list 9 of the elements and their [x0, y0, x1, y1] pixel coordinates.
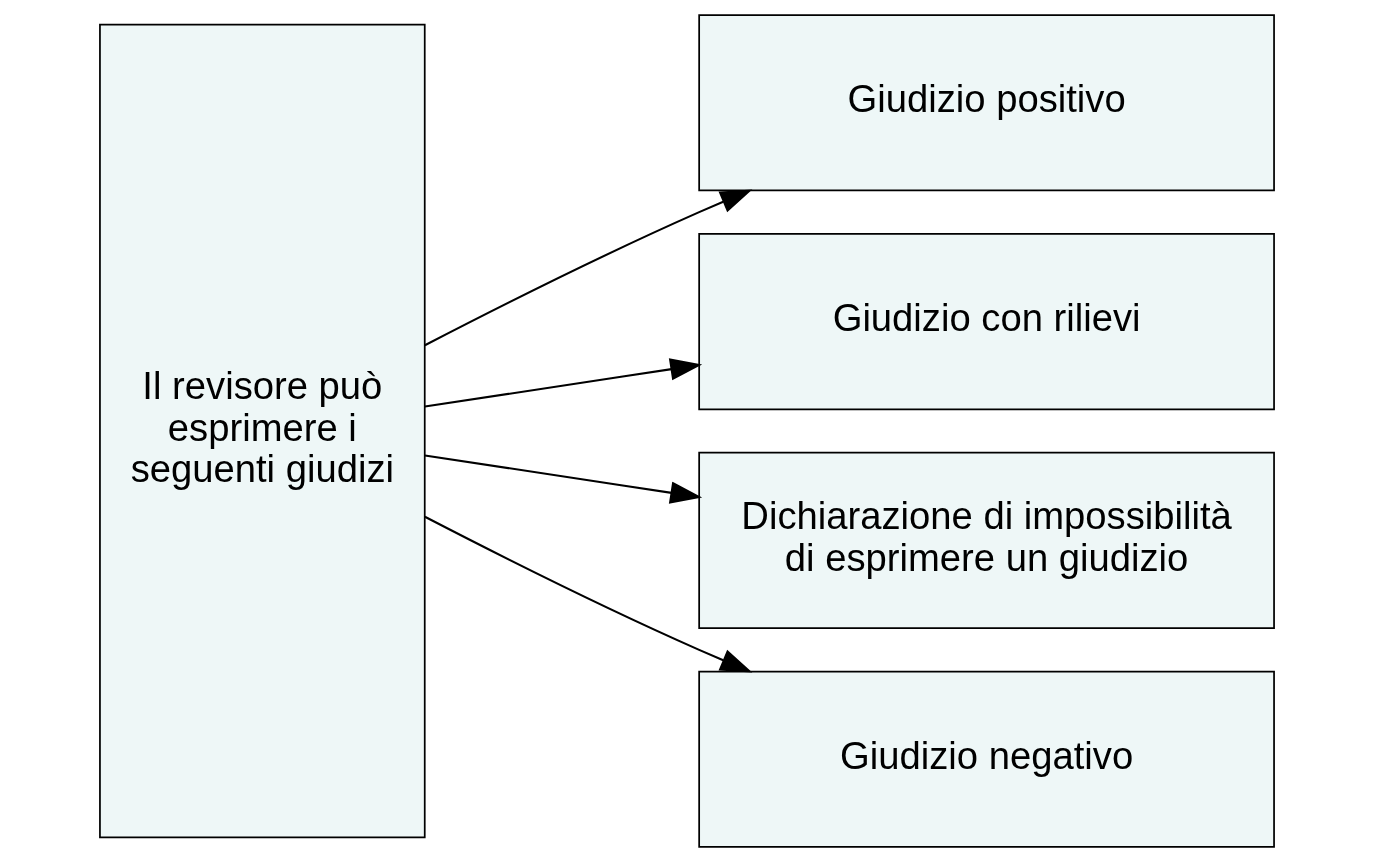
arrow — [423, 189, 752, 347]
arrow — [423, 515, 752, 673]
arrow — [424, 358, 702, 408]
node-box: Il revisore può esprimere i seguenti giudizi — [98, 23, 426, 839]
node-box: Giudizio negativo — [697, 670, 1275, 848]
arrow — [424, 454, 702, 504]
node-box: Giudizio positivo — [697, 14, 1275, 192]
node-box: Dichiarazione di impossibilità di esprimere un giudizio — [697, 451, 1275, 629]
node-box: Giudizio con rilievi — [697, 233, 1275, 411]
